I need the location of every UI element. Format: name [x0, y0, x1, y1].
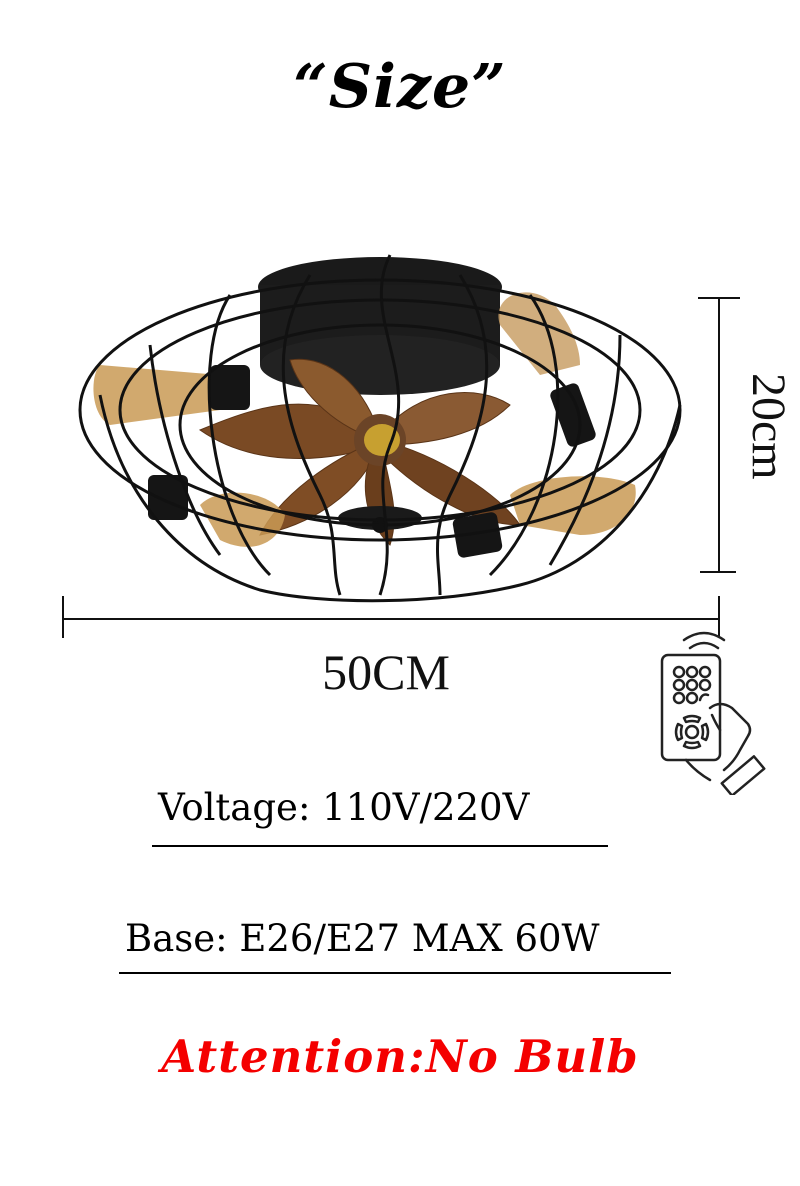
- voltage-spec: Voltage: 110V/220V: [158, 786, 530, 829]
- base-spec: Base: E26/E27 MAX 60W: [125, 917, 600, 960]
- height-dimension-line: [698, 297, 740, 573]
- remote-control-icon: [660, 631, 766, 795]
- voltage-underline: [152, 845, 608, 847]
- ceiling-fan-image: [78, 254, 682, 603]
- height-dimension-label: 20cm: [742, 373, 795, 480]
- attention-notice: Attention:No Bulb: [161, 1030, 639, 1083]
- width-dimension-line: [62, 594, 720, 638]
- width-dimension-label: 50CM: [322, 644, 450, 700]
- page-title: “Size”: [293, 52, 507, 122]
- base-underline: [119, 972, 671, 974]
